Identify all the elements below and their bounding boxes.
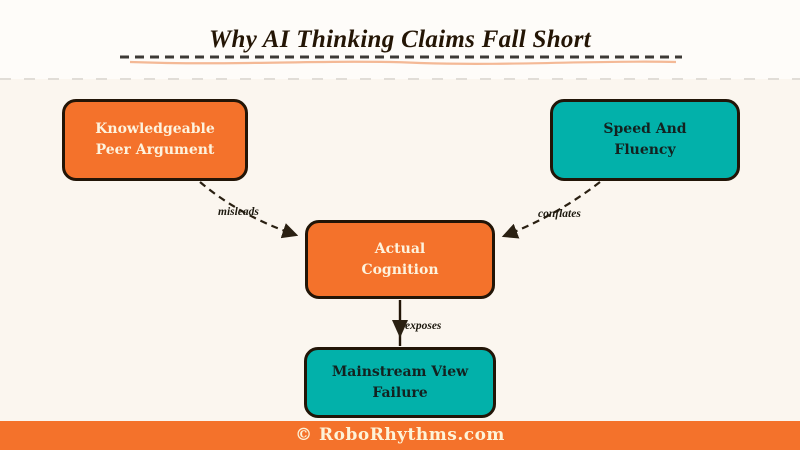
node-label: Speed And Fluency	[603, 121, 687, 158]
edge-label-exposes: exposes	[405, 320, 442, 332]
exposes-arrowhead-icon	[392, 320, 408, 338]
node-label: Actual Cognition	[361, 240, 439, 278]
edge-label-conflates: conflates	[538, 208, 581, 220]
node-label: Mainstream View Failure	[331, 363, 469, 401]
edge-misleads-line	[199, 181, 299, 239]
edge-label-misleads: misleads	[218, 206, 259, 218]
page-title: Why AI Thinking Claims Fall Short	[208, 26, 592, 53]
node-actual-cognition: Actual Cognition	[305, 220, 495, 299]
title-band	[0, 0, 800, 79]
footer-credit: © RoboRhythms.com	[0, 421, 800, 450]
node-knowledgeable-peer-argument: Knowledgeable Peer Argument	[62, 99, 248, 181]
title-swoosh	[129, 60, 677, 65]
edge-conflates-line	[501, 181, 601, 239]
node-speed-and-fluency: Speed And Fluency	[550, 99, 740, 181]
node-label: Knowledgeable Peer Argument	[95, 121, 215, 158]
node-mainstream-view-failure: Mainstream View Failure	[304, 347, 496, 418]
